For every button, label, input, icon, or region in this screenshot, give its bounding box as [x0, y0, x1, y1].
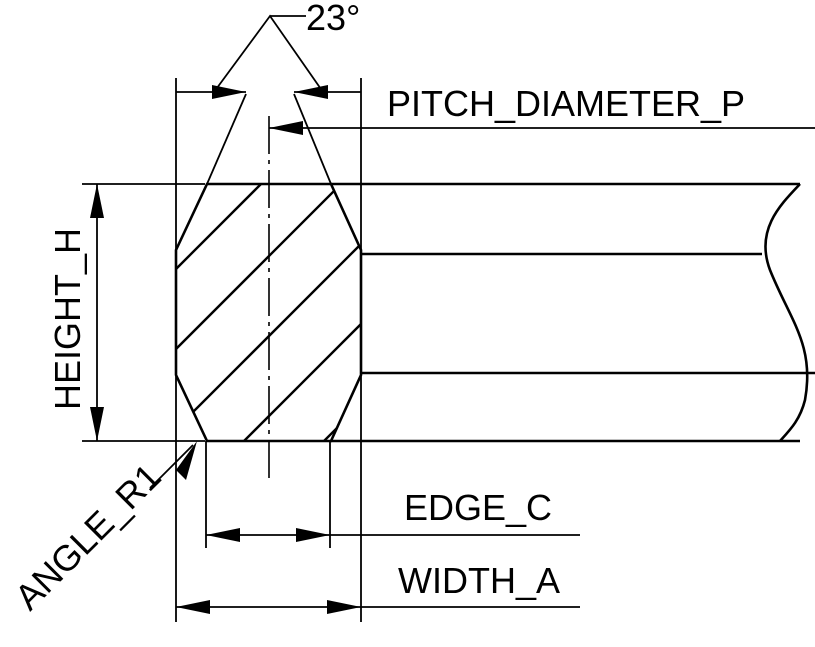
width-dimension: WIDTH_A — [176, 560, 580, 614]
edge-dimension: EDGE_C — [206, 487, 580, 542]
arrow-head — [212, 85, 246, 99]
arrow-head — [269, 121, 303, 135]
section-hatching — [176, 184, 361, 441]
angle-label: 23° — [306, 0, 360, 38]
hatch-line — [176, 184, 263, 246]
arrow-head — [176, 600, 210, 614]
hatch-line — [176, 184, 321, 326]
edge-label: EDGE_C — [404, 487, 552, 528]
arrow-head — [294, 85, 328, 99]
corner-angle-leader — [149, 444, 194, 489]
arrow-head — [327, 600, 361, 614]
extension-lines — [82, 78, 362, 622]
angle-flank-right — [293, 93, 332, 185]
height-dimension: HEIGHT_H — [47, 184, 104, 441]
angle-dimension: 23° — [176, 0, 361, 185]
arrow-head — [90, 407, 104, 441]
hatch-line — [176, 204, 361, 441]
break-line — [764, 183, 809, 442]
corner-angle-dimension: ANGLE_R1 — [7, 441, 197, 618]
pitch-diameter-label: PITCH_DIAMETER_P — [387, 83, 745, 124]
hatch-line — [269, 364, 361, 441]
arrow-head — [296, 528, 330, 542]
width-label: WIDTH_A — [398, 560, 560, 601]
arrow-head — [90, 184, 104, 218]
arrow-head — [176, 441, 197, 480]
corner-angle-label: ANGLE_R1 — [7, 456, 169, 618]
hatch-line — [199, 284, 361, 441]
height-label: HEIGHT_H — [47, 228, 88, 410]
pitch-diameter-dimension: PITCH_DIAMETER_P — [269, 83, 815, 135]
arrow-head — [206, 528, 240, 542]
shaft-body — [331, 182, 815, 443]
angle-flank-left — [206, 93, 247, 185]
